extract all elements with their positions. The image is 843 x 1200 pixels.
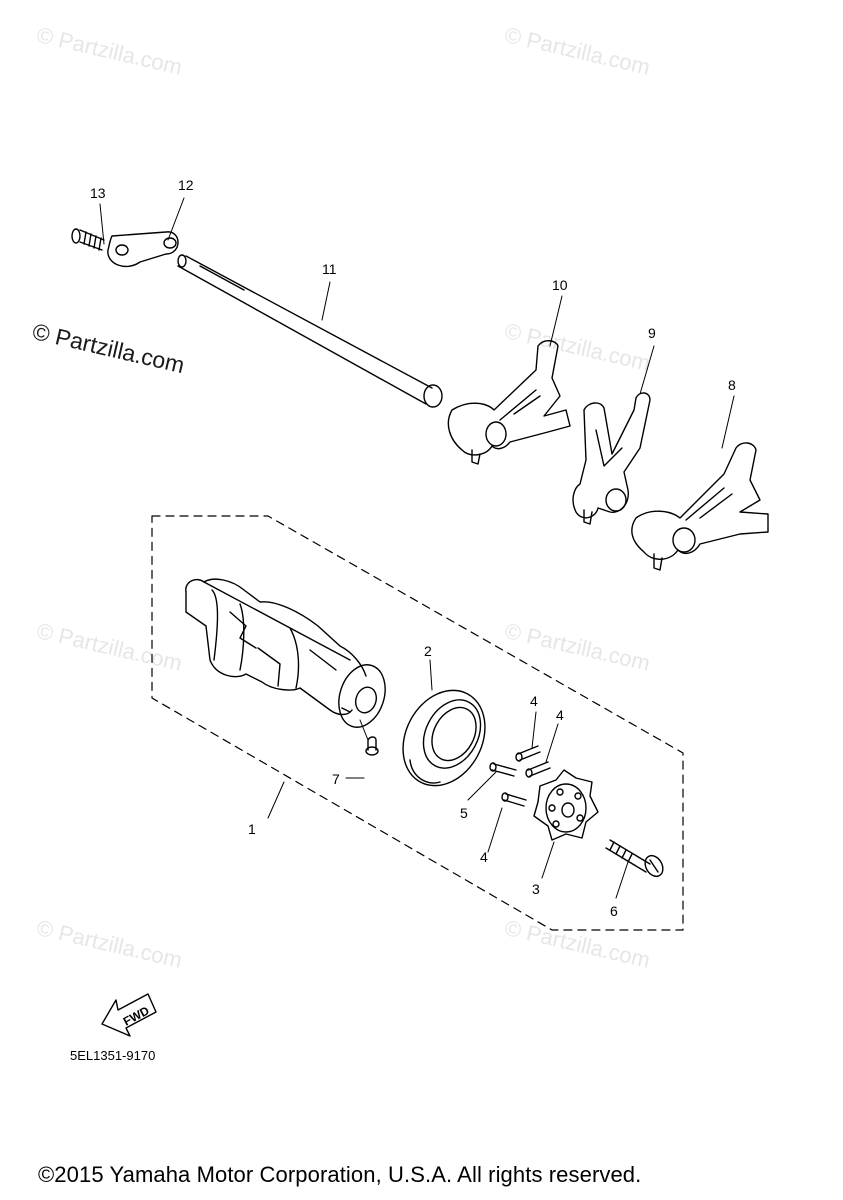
leader-lines	[99, 197, 735, 899]
part-pin-4b	[525, 761, 551, 778]
callout-11: 11	[322, 261, 337, 277]
part-shaft-11	[177, 254, 443, 408]
callout-4b: 4	[556, 707, 564, 723]
part-pin-5	[489, 762, 517, 777]
part-pin-4a	[515, 745, 541, 762]
diagram-code: 5EL1351-9170	[70, 1048, 156, 1063]
part-plate-12	[107, 231, 179, 268]
part-shift-fork-10	[447, 340, 571, 465]
callout-6: 6	[610, 903, 618, 919]
part-shift-fork-9	[572, 392, 651, 525]
callout-10: 10	[552, 277, 568, 293]
callout-12: 12	[178, 177, 194, 193]
callout-4a: 4	[530, 693, 538, 709]
callout-13: 13	[90, 185, 106, 201]
part-shift-fork-8	[631, 442, 769, 571]
part-shift-drum-1	[185, 578, 386, 728]
part-bolt-6	[605, 839, 664, 878]
callout-4c: 4	[480, 849, 488, 865]
callout-7: 7	[332, 771, 340, 787]
assembly-outline	[151, 515, 684, 931]
fwd-arrow-icon	[101, 993, 157, 1037]
part-segment-3	[533, 769, 599, 841]
callout-labels: 13 12 11 10 9 8 2 4 4 7 5 1 4 3 6	[90, 177, 736, 919]
copyright-notice: ©2015 Yamaha Motor Corporation, U.S.A. A…	[38, 1162, 642, 1187]
part-screw-13	[71, 228, 105, 251]
callout-3: 3	[532, 881, 540, 897]
part-bearing-2	[402, 689, 486, 787]
callout-9: 9	[648, 325, 656, 341]
part-pin-7	[365, 736, 379, 756]
callout-8: 8	[728, 377, 736, 393]
callout-5: 5	[460, 805, 468, 821]
callout-2: 2	[424, 643, 432, 659]
callout-1: 1	[248, 821, 256, 837]
part-pin-4c	[501, 792, 527, 807]
